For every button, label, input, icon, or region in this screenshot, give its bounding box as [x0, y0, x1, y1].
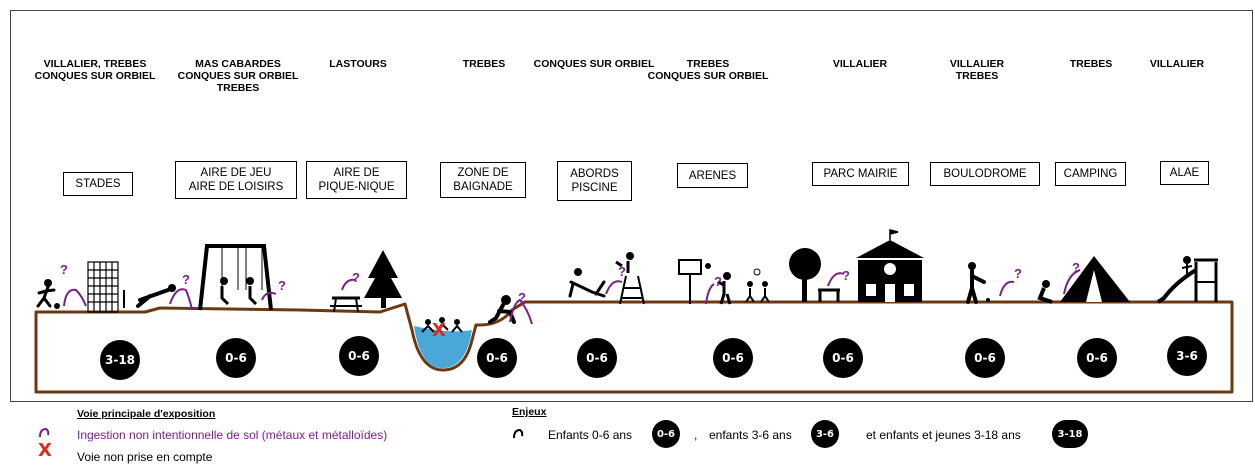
svg-text:?: ? [182, 272, 190, 287]
purple-arrow-icon [39, 427, 50, 438]
svg-text:?: ? [842, 268, 850, 283]
sitting-child-icon [488, 295, 516, 324]
town-label: CONQUES SUR ORBIEL [533, 58, 655, 70]
place-box-boulodrome: BOULODROME [930, 162, 1040, 186]
svg-text:?: ? [518, 290, 526, 305]
age-badge: 3-6 [1167, 336, 1207, 376]
legend-kids-3-18-text: et enfants et jeunes 3-18 ans [866, 428, 1021, 442]
town-hall-icon [856, 229, 924, 302]
place-box-arenes: ARENES [677, 163, 748, 188]
sunbather-icon [568, 268, 606, 298]
legend-exposure-title: Voie principale d'exposition [77, 408, 216, 420]
question-marks: ? ? ? ? ? ? ? ? ? ? [60, 260, 1080, 305]
swimmers-icon [421, 317, 463, 333]
legend-badge-3-18: 3-18 [1052, 420, 1088, 448]
svg-text:?: ? [1072, 260, 1080, 275]
town-label: TREBES [1069, 58, 1113, 70]
ingestion-arrows [63, 269, 1081, 325]
age-badge: 0-6 [823, 338, 863, 378]
town-label: TREBES CONQUES SUR ORBIEL [647, 58, 769, 82]
place-box-camping: CAMPING [1055, 162, 1126, 186]
place-box-aire-de-jeu: AIRE DE JEU AIRE DE LOISIRS [175, 161, 297, 199]
age-badge: 0-6 [339, 336, 379, 376]
goalkeeper-icon [123, 284, 176, 308]
soccer-player-icon [36, 279, 60, 309]
age-badge: 0-6 [713, 338, 753, 378]
legend-separator: , [694, 428, 698, 442]
swing-set-icon [198, 244, 273, 311]
legend-excluded-text: Voie non prise en compte [77, 450, 213, 464]
camper-sitting-icon [1037, 280, 1053, 304]
ground-outline [34, 300, 1234, 394]
slide-structure-icon [1156, 256, 1218, 304]
svg-text:?: ? [1014, 266, 1022, 281]
town-label: VILLALIER [1149, 58, 1205, 70]
red-x-mark: X [432, 320, 446, 341]
arrow-bullet-icon [513, 428, 524, 439]
children-playing-icon [717, 268, 770, 305]
red-x-icon: X [38, 440, 52, 461]
age-badge: 0-6 [965, 338, 1005, 378]
lifeguard-chair-icon [615, 252, 645, 305]
age-badge: 3-18 [100, 340, 140, 380]
legend-stakes-title: Enjeux [512, 406, 547, 418]
petanque-player-icon [966, 262, 990, 304]
round-tree-icon [789, 248, 821, 302]
town-label: MAS CABARDES CONQUES SUR ORBIEL TREBES [177, 58, 299, 94]
age-badge: 0-6 [577, 338, 617, 378]
basketball-hoop-icon [678, 259, 711, 304]
town-label: VILLALIER, TREBES CONQUES SUR ORBIEL [34, 58, 156, 82]
legend-kids-0-6-text: Enfants 0-6 ans [548, 428, 633, 442]
diagram-frame [10, 10, 1253, 402]
place-box-alae: ALAE [1160, 161, 1209, 185]
svg-text:?: ? [618, 264, 626, 279]
svg-text:?: ? [352, 270, 360, 285]
age-badge: 0-6 [1077, 338, 1117, 378]
legend-kids-3-6-text: enfants 3-6 ans [709, 428, 792, 442]
svg-text:?: ? [60, 262, 68, 277]
place-box-baignade: ZONE DE BAIGNADE [440, 162, 526, 198]
town-label: VILLALIER [832, 58, 888, 70]
legend-ingestion-text: Ingestion non intentionnelle de sol (mét… [77, 428, 388, 442]
place-box-pique-nique: AIRE DE PIQUE-NIQUE [306, 161, 407, 199]
park-bench-icon [818, 288, 840, 302]
pine-tree-icon [364, 250, 402, 308]
pond-water [414, 326, 472, 369]
place-box-piscine: ABORDS PISCINE [557, 161, 632, 201]
picnic-table-icon [330, 296, 362, 313]
age-badge: 0-6 [216, 338, 256, 378]
svg-text:?: ? [278, 278, 286, 293]
town-label: TREBES [462, 58, 506, 70]
goal-net-icon [87, 261, 119, 313]
place-box-parc-mairie: PARC MAIRIE [812, 162, 909, 186]
tent-icon [1060, 256, 1130, 302]
svg-text:?: ? [714, 274, 722, 289]
town-label: LASTOURS [329, 58, 387, 70]
legend-badge-0-6: 0-6 [652, 420, 680, 448]
legend-badge-3-6: 3-6 [811, 420, 839, 448]
town-label: VILLALIER TREBES [949, 58, 1005, 82]
place-box-stades: STADES [63, 172, 133, 196]
age-badge: 0-6 [477, 338, 517, 378]
